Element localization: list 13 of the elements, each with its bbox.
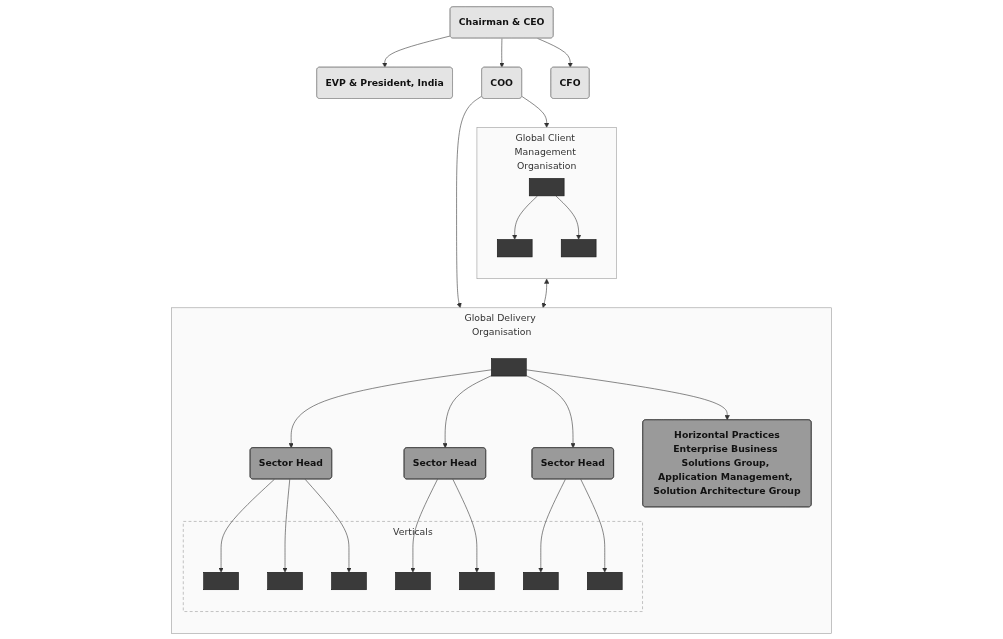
node-box bbox=[267, 571, 303, 590]
node-box bbox=[522, 571, 559, 590]
node-box bbox=[586, 571, 623, 590]
node-box bbox=[459, 571, 495, 590]
node-box bbox=[395, 571, 431, 590]
cluster: Global Client Management Organisation bbox=[476, 126, 617, 279]
node-box bbox=[496, 238, 533, 257]
node-box bbox=[203, 571, 239, 590]
cluster: Verticals bbox=[182, 520, 643, 612]
node-box bbox=[528, 177, 565, 196]
node-box bbox=[490, 357, 527, 376]
node-box bbox=[331, 571, 367, 590]
node-box bbox=[560, 238, 597, 257]
